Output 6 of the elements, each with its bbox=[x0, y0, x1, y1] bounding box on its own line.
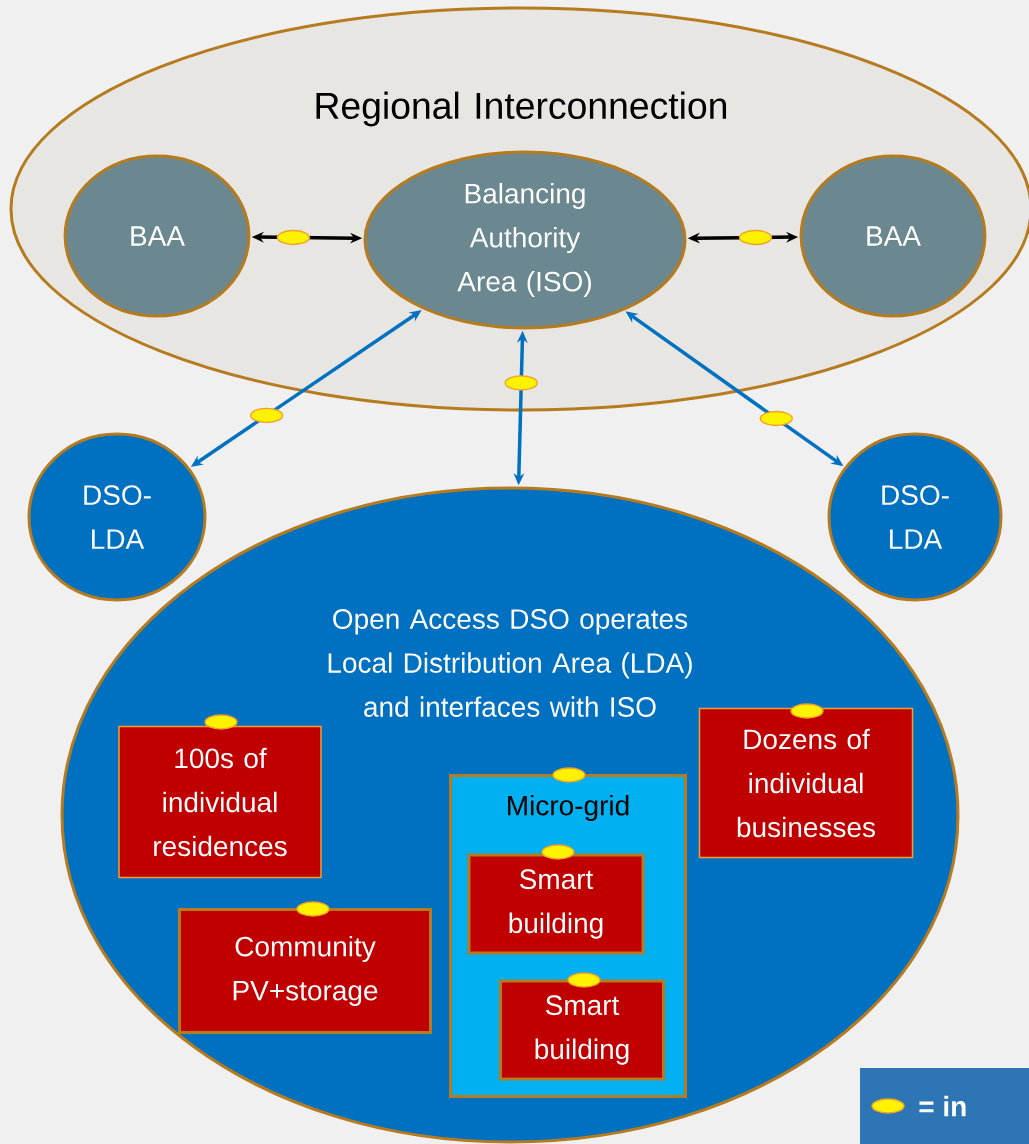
legend-box: = in bbox=[860, 1068, 1029, 1144]
process-box: Smart building bbox=[467, 853, 645, 955]
process-box: Community PV+storage bbox=[178, 908, 432, 1034]
process-box: Dozens of individual businesses bbox=[698, 707, 914, 859]
process-box: 100s of individual residences bbox=[118, 725, 322, 879]
process-box: Smart building bbox=[499, 979, 665, 1081]
